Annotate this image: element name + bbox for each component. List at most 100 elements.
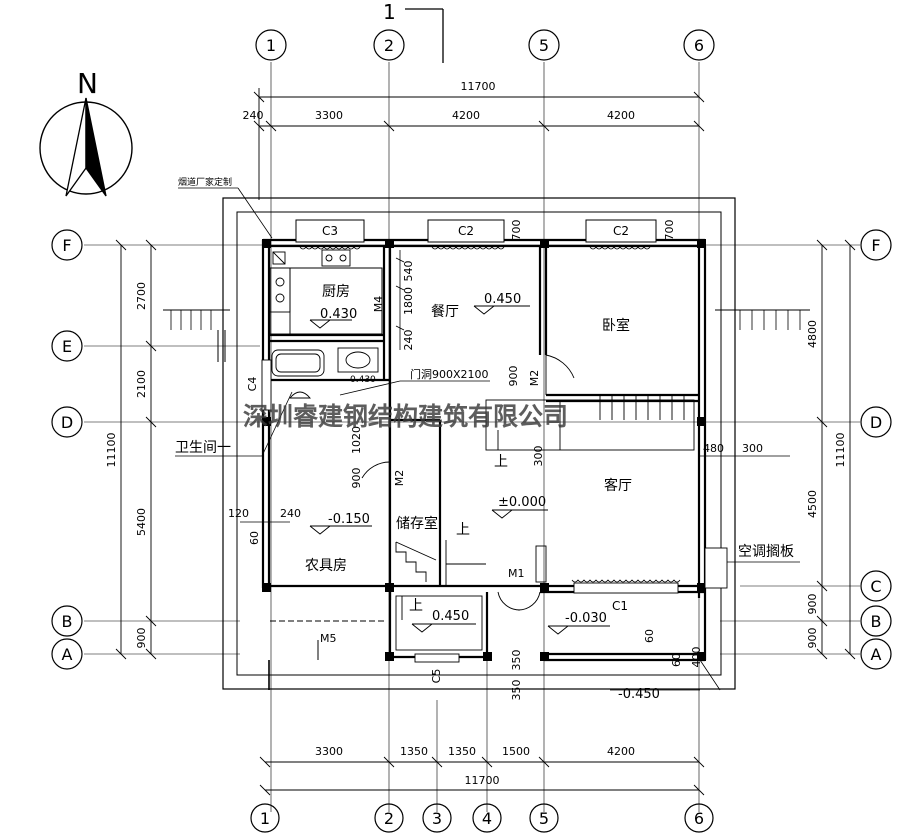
- dim-60c: 60: [670, 653, 683, 667]
- dim-480: 480: [703, 442, 724, 455]
- room-dining-label: 餐厅: [431, 304, 459, 320]
- north-label: N: [77, 67, 98, 100]
- room-tool-label: 农具房: [305, 558, 347, 574]
- dim-bottom-4200: 4200: [607, 745, 635, 758]
- dim-left-2100: 2100: [135, 370, 148, 398]
- dim-1800: 1800: [402, 287, 415, 315]
- dim-bottom-1350a: 1350: [400, 745, 428, 758]
- grid-label-2-bottom: 2: [384, 809, 394, 828]
- dim-240b: 240: [280, 507, 301, 520]
- chimney-note: 烟道厂家定制: [178, 176, 232, 188]
- dim-120: 120: [228, 507, 249, 520]
- elev-porch: -0.030: [565, 611, 607, 626]
- dim-right-900b: 900: [806, 628, 819, 649]
- right-dimension-lines: [816, 239, 856, 660]
- grid-label-E-left: E: [62, 337, 72, 356]
- door-m1-label: M1: [508, 567, 525, 580]
- grid-label-C-right: C: [870, 577, 881, 596]
- windows-top: [295, 219, 657, 243]
- window-c2a-label: C2: [458, 224, 474, 238]
- dim-700a: 700: [510, 220, 523, 241]
- grid-label-2-top: 2: [384, 36, 394, 55]
- section-mark-label: 1: [383, 0, 396, 24]
- curtain-marks: [299, 246, 681, 583]
- room-bathroom-label: 卫生间一: [175, 440, 231, 456]
- stair-up-label-3: 上: [409, 598, 423, 614]
- stair-up-label-2: 上: [456, 522, 470, 538]
- section-mark: 1: [383, 0, 444, 63]
- room-living-label: 客厅: [604, 477, 632, 494]
- elev-tool: -0.150: [328, 512, 370, 527]
- window-c1: [573, 582, 679, 594]
- grid-label-6-bottom: 6: [694, 809, 704, 828]
- dim-top-240: 240: [243, 109, 264, 122]
- dim-240a: 240: [402, 330, 415, 351]
- dim-bottom-total: 11700: [465, 774, 500, 787]
- ac-panel: [704, 547, 728, 589]
- dim-top-4200a: 4200: [452, 109, 480, 122]
- door-m5-label: M5: [320, 632, 337, 645]
- dim-300b: 300: [742, 442, 763, 455]
- room-kitchen-label: 厨房: [322, 284, 350, 300]
- dim-right-900a: 900: [806, 594, 819, 615]
- left-dimension-lines: [115, 239, 157, 660]
- dim-top-3300: 3300: [315, 109, 343, 122]
- grid-label-4-bottom: 4: [482, 809, 492, 828]
- grid-label-F-right: F: [871, 236, 880, 255]
- elev-dining: 0.450: [484, 292, 521, 307]
- grid-label-6-top: 6: [694, 36, 704, 55]
- stair-upper: [485, 395, 695, 451]
- stair-up-label-1: 上: [494, 454, 508, 470]
- grid-label-A-right: A: [871, 645, 882, 664]
- building-outline: [163, 197, 810, 690]
- north-arrow-icon: N: [39, 67, 133, 197]
- grid-label-D-left: D: [61, 413, 73, 432]
- dim-bottom-1350b: 1350: [448, 745, 476, 758]
- grid-label-5-top: 5: [539, 36, 549, 55]
- dim-1020: 1020: [350, 426, 363, 454]
- dim-right-total: 11100: [834, 433, 847, 468]
- elev-bath: 0.430: [350, 375, 376, 385]
- dim-right-4500: 4500: [806, 490, 819, 518]
- bath-fixtures: [271, 347, 379, 399]
- grid-bubbles-bottom: 1 2 3 4 5 6: [250, 803, 714, 833]
- window-c1-label: C1: [612, 599, 628, 613]
- dim-60b: 60: [643, 629, 656, 643]
- elev-stair-landing: 0.450: [432, 609, 469, 624]
- door-m2b-label: M2: [393, 470, 406, 487]
- dim-400: 400: [690, 647, 703, 668]
- dim-right-4800: 4800: [806, 320, 819, 348]
- grid-label-B-left: B: [62, 612, 73, 631]
- door-m2-lower: [361, 461, 391, 494]
- columns: [262, 239, 706, 661]
- door-m2-upper: [545, 354, 575, 395]
- window-c5-label: C5: [430, 669, 443, 684]
- window-c5: [414, 653, 460, 663]
- door-m4-label: M4: [372, 296, 385, 313]
- stair-landing: [395, 595, 483, 651]
- grid-label-B-right: B: [871, 612, 882, 631]
- dim-top-total: 11700: [461, 80, 496, 93]
- grid-label-5-bottom: 5: [539, 809, 549, 828]
- company-watermark: 深圳睿建钢结构建筑有限公司: [243, 402, 568, 431]
- dim-top-4200b: 4200: [607, 109, 635, 122]
- room-storage-label: 储存室: [396, 515, 438, 532]
- walls: [261, 238, 707, 662]
- grid-label-1-top: 1: [266, 36, 276, 55]
- room-bedroom-label: 卧室: [602, 317, 630, 334]
- elev-outside: -0.450: [618, 687, 660, 702]
- dim-left-900: 900: [135, 628, 148, 649]
- grid-bubbles-right: F D C B A: [860, 229, 892, 670]
- grid-label-1-bottom: 1: [260, 809, 270, 828]
- elev-kitchen: 0.430: [320, 307, 357, 322]
- dim-350b: 350: [510, 680, 523, 701]
- grid-label-A-left: A: [62, 645, 73, 664]
- dim-bottom-3300: 3300: [315, 745, 343, 758]
- dim-350a: 350: [510, 650, 523, 671]
- dim-60a: 60: [248, 531, 261, 545]
- grid-bubbles-left: F E D B A: [51, 229, 83, 670]
- dim-300a: 300: [532, 446, 545, 467]
- dim-bottom-1500: 1500: [502, 745, 530, 758]
- window-c4-label: C4: [246, 377, 259, 392]
- dim-900a: 900: [507, 366, 520, 387]
